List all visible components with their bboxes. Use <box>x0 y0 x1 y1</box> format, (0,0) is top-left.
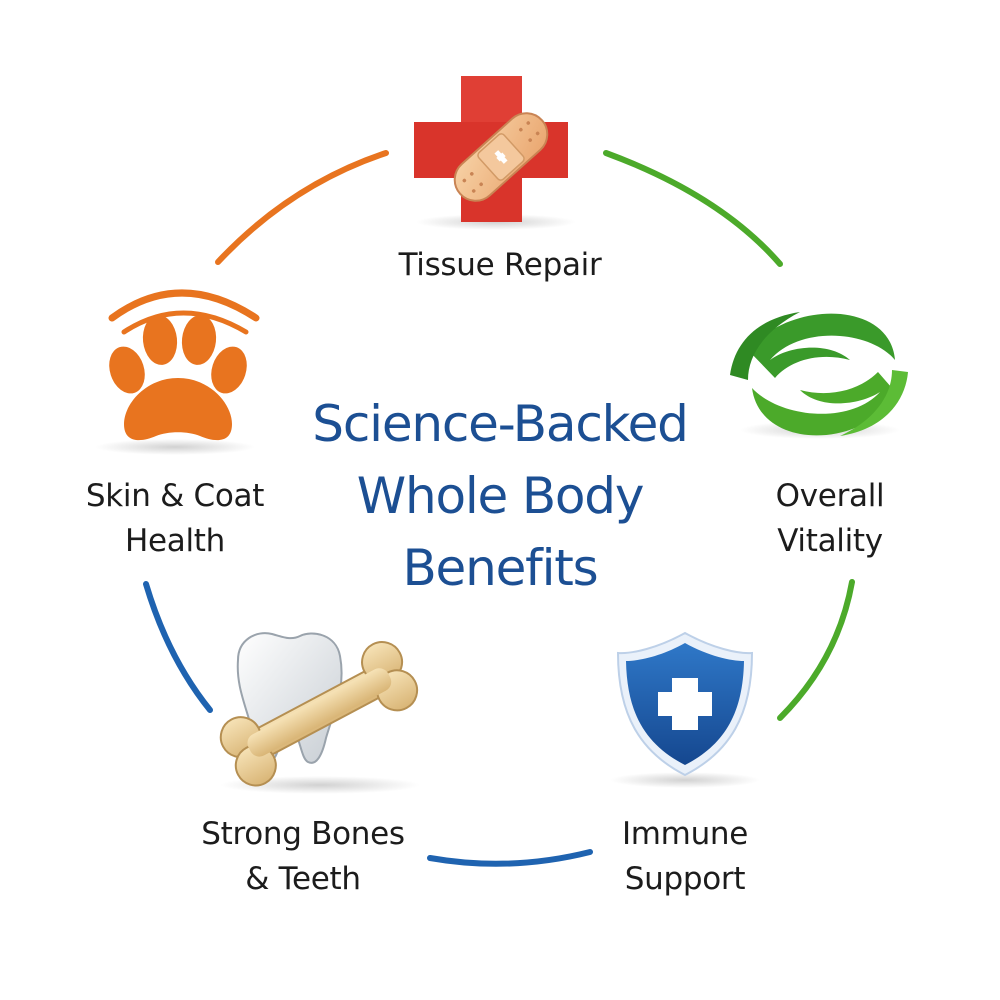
tissue-repair-line1: Tissue Repair <box>398 247 602 283</box>
overall-vitality-label: Overall Vitality <box>740 474 920 564</box>
immune-support-line2: Support <box>624 860 746 897</box>
skin-coat-line1: Skin & Coat <box>85 478 265 514</box>
title-line1: Science-Backed <box>312 395 689 453</box>
skin-coat-label: Skin & Coat Health <box>70 474 280 564</box>
title-line2: Whole Body <box>356 467 645 525</box>
overall-vitality-line2: Vitality <box>777 522 883 559</box>
arc-blue-bottom <box>427 849 593 867</box>
bandage-cross-icon <box>414 76 576 230</box>
immune-support-label: Immune Support <box>595 812 775 902</box>
bones-teeth-line1: Strong Bones <box>201 816 405 852</box>
bones-teeth-label: Strong Bones & Teeth <box>188 812 418 902</box>
arc-green-right <box>777 579 855 721</box>
arc-orange <box>215 150 389 265</box>
arc-blue-left <box>143 581 213 713</box>
title-line3: Benefits <box>402 539 598 597</box>
tooth-bone-icon <box>219 632 420 794</box>
immune-support-line1: Immune <box>621 816 749 852</box>
tissue-repair-label: Tissue Repair <box>380 243 620 288</box>
overall-vitality-line1: Overall <box>775 478 885 514</box>
shield-cross-icon <box>610 631 760 788</box>
arc-green-top <box>603 150 783 267</box>
swirl-icon <box>730 312 908 439</box>
ring-arcs <box>143 150 855 867</box>
paw-icon <box>95 289 260 455</box>
bones-teeth-line2: & Teeth <box>245 860 361 897</box>
skin-coat-line2: Health <box>125 522 225 559</box>
center-title: Science-Backed Whole Body Benefits <box>250 388 750 604</box>
